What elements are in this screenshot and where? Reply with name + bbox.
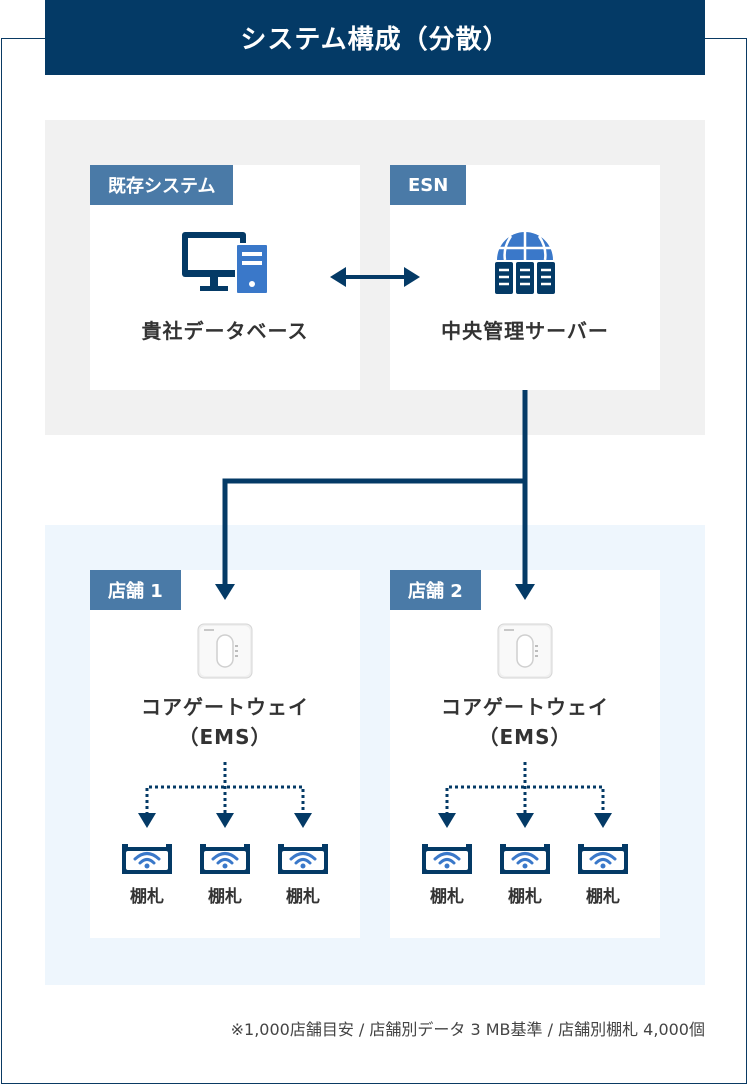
existing-system-card: 既存システム 貴社データベース [90,165,360,390]
esn-tag: ESN [390,165,467,205]
diagram-title: システム構成（分散） [45,0,705,75]
store-card-1: 店舗 1 コアゲートウェイ （EMS） 棚札 棚札 棚札 [90,570,360,938]
store-2-tag-connector [438,762,612,828]
shelf-tag-label: 棚札 [586,887,620,907]
arrow-head-store-1 [215,584,235,600]
shelf-tag-icon [498,842,552,876]
gateway-sublabel-1: （EMS） [178,725,272,749]
shelf-tag-icon [276,842,330,876]
shelf-tag-icon [420,842,474,876]
arrow-head-store-2 [515,584,535,600]
sync-double-arrow [330,267,420,287]
footnote: ※1,000店舗目安 / 店舗別データ 3 MB基準 / 店舗別棚札 4,000… [230,1020,705,1039]
esn-to-stores-connector [222,390,528,588]
esn-card: ESN 中央管理サーバー [390,165,660,390]
gateway-device-icon [197,623,253,679]
shelf-tag-label: 棚札 [508,887,542,907]
server-globe-icon [495,232,555,294]
existing-system-tag: 既存システム [90,165,234,205]
existing-system-label: 貴社データベース [141,319,309,343]
esn-label: 中央管理サーバー [441,319,609,343]
shelf-tag-icon [198,842,252,876]
shelf-tag-label: 棚札 [208,887,242,907]
database-computer-icon [182,232,269,295]
gateway-device-icon [497,623,553,679]
store-card-2: 店舗 2 コアゲートウェイ （EMS） 棚札 棚札 棚札 [390,570,660,938]
gateway-label-2: コアゲートウェイ [441,695,609,719]
shelf-tag-icon [120,842,174,876]
store-tag-2: 店舗 2 [390,570,481,610]
gateway-sublabel-2: （EMS） [478,725,572,749]
shelf-tag-label: 棚札 [430,887,464,907]
shelf-tag-label: 棚札 [286,887,320,907]
shelf-tag-label: 棚札 [130,887,164,907]
gateway-label-1: コアゲートウェイ [141,695,309,719]
store-1-tag-connector [138,762,312,828]
store-tag-1: 店舗 1 [90,570,181,610]
shelf-tag-icon [576,842,630,876]
